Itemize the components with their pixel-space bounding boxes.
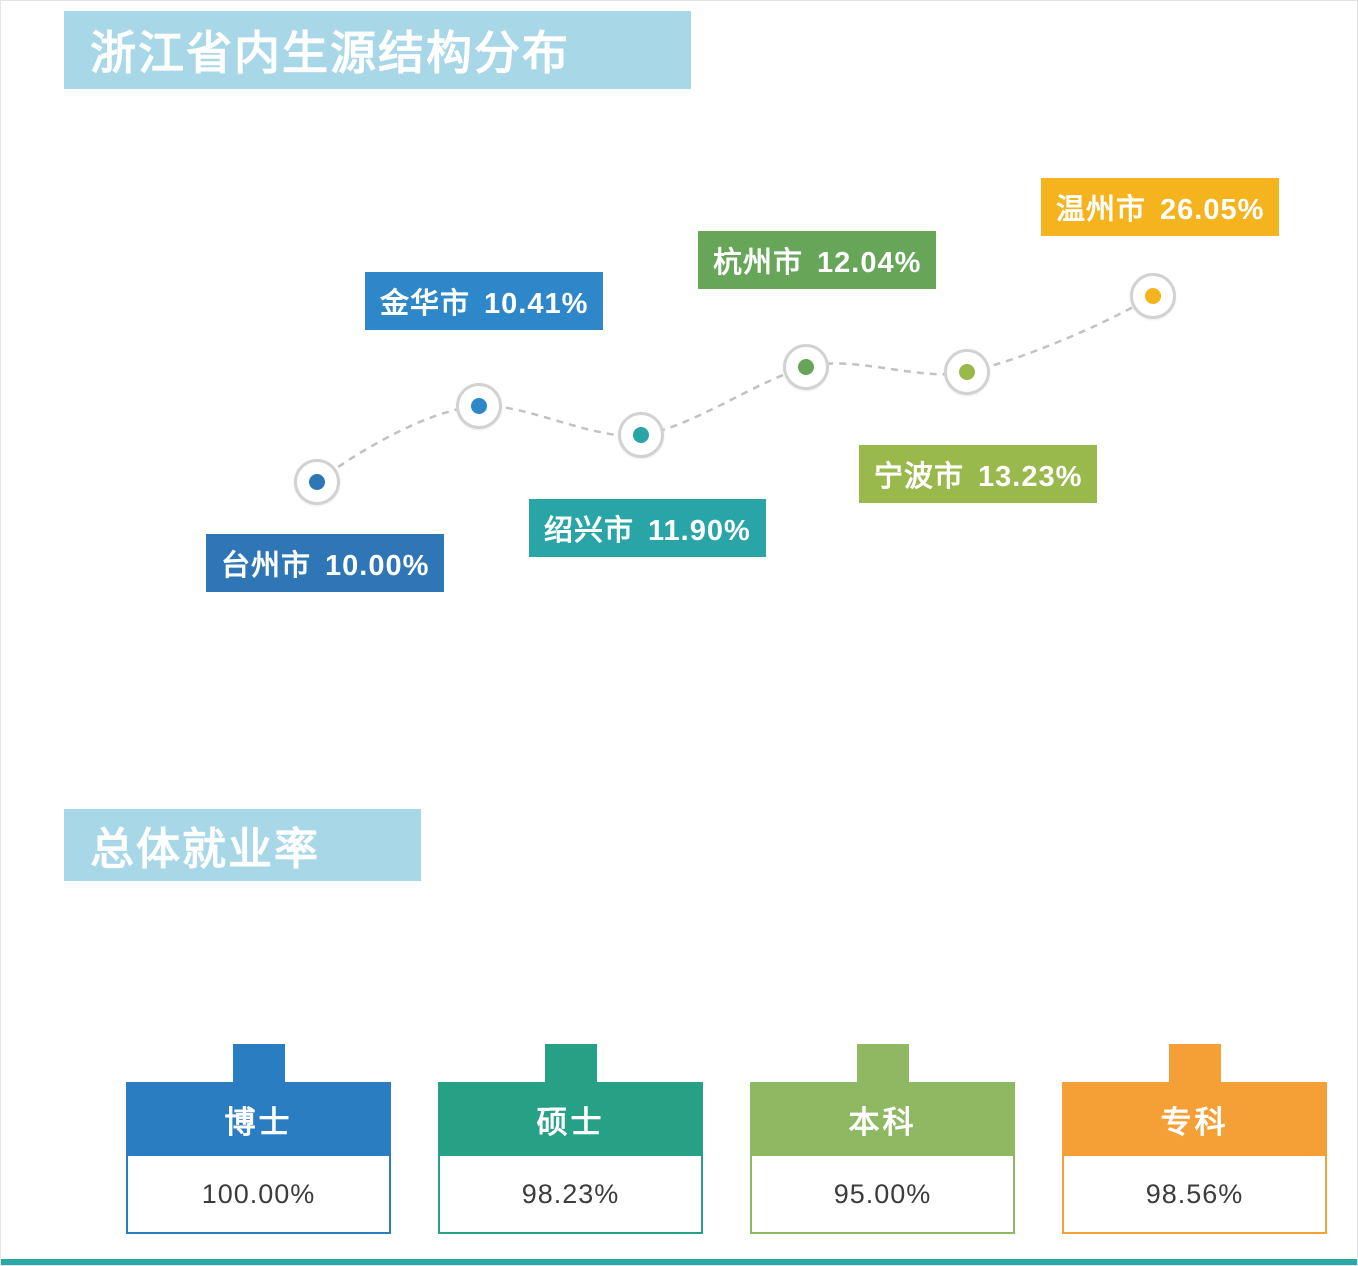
label-hangzhou-value: 12.04% (817, 247, 922, 279)
card-college-rate: 98.56% (1145, 1178, 1244, 1209)
label-taizhou: 台州市 10.00% (206, 534, 445, 592)
card-master-degree: 硕士 (536, 1104, 605, 1140)
label-wenzhou: 温州市 26.05% (1041, 178, 1280, 236)
card-doctor-degree: 博士 (224, 1104, 293, 1140)
point-shaoxing-dot (633, 427, 649, 443)
label-jinhua-city: 金华市 (380, 288, 471, 320)
card-doctor-body: 100.00% (126, 1156, 391, 1234)
card-master-body: 98.23% (438, 1156, 703, 1234)
point-taizhou-dot (309, 474, 325, 490)
label-hangzhou-city: 杭州市 (713, 247, 804, 279)
card-college-header: 专科 (1062, 1082, 1327, 1156)
card-doctor-rate: 100.00% (201, 1178, 316, 1209)
point-ningbo (944, 349, 990, 395)
source-structure-title-text: 浙江省内生源结构分布 (90, 27, 570, 79)
label-ningbo-city: 宁波市 (874, 461, 965, 493)
card-bachelor-tab (856, 1044, 909, 1082)
card-doctor-tab (232, 1044, 285, 1082)
label-wenzhou-value: 26.05% (1160, 194, 1265, 226)
card-master-header: 硕士 (438, 1082, 703, 1156)
label-wenzhou-city: 温州市 (1056, 194, 1147, 226)
card-doctor-header: 博士 (126, 1082, 391, 1156)
label-ningbo-value: 13.23% (978, 461, 1083, 493)
point-jinhua (456, 383, 502, 429)
point-hangzhou (783, 344, 829, 390)
employment-card-master: 硕士 98.23% (438, 1044, 703, 1234)
card-master-rate: 98.23% (521, 1178, 620, 1209)
point-wenzhou (1130, 273, 1176, 319)
card-bachelor-body: 95.00% (750, 1156, 1015, 1234)
employment-rate-cards: 博士 100.00% 硕士 98.23% 本科 95.00% (126, 1044, 1328, 1234)
label-shaoxing: 绍兴市 11.90% (529, 499, 766, 557)
point-jinhua-dot (471, 398, 487, 414)
label-hangzhou: 杭州市 12.04% (698, 231, 937, 289)
point-hangzhou-dot (798, 359, 814, 375)
label-jinhua-value: 10.41% (484, 288, 589, 320)
card-college-tab (1168, 1044, 1221, 1082)
label-jinhua: 金华市 10.41% (365, 272, 604, 330)
employment-rate-title-text: 总体就业率 (90, 825, 320, 874)
point-taizhou (294, 459, 340, 505)
point-wenzhou-dot (1145, 288, 1161, 304)
label-taizhou-city: 台州市 (221, 550, 312, 582)
employment-card-doctor: 博士 100.00% (126, 1044, 391, 1234)
label-taizhou-value: 10.00% (325, 550, 430, 582)
label-ningbo: 宁波市 13.23% (859, 445, 1098, 503)
point-shaoxing (618, 412, 664, 458)
card-bachelor-degree: 本科 (848, 1104, 917, 1140)
section-title-source-structure: 浙江省内生源结构分布 (64, 11, 691, 89)
trend-line-svg (316, 294, 1154, 484)
employment-card-bachelor: 本科 95.00% (750, 1044, 1015, 1234)
card-college-body: 98.56% (1062, 1156, 1327, 1234)
card-bachelor-rate: 95.00% (833, 1178, 932, 1209)
label-shaoxing-city: 绍兴市 (544, 515, 635, 547)
label-shaoxing-value: 11.90% (648, 515, 751, 547)
card-college-degree: 专科 (1160, 1104, 1229, 1140)
card-master-tab (544, 1044, 597, 1082)
point-ningbo-dot (959, 364, 975, 380)
card-bachelor-header: 本科 (750, 1082, 1015, 1156)
section-title-employment-rate: 总体就业率 (64, 809, 421, 881)
employment-card-college: 专科 98.56% (1062, 1044, 1327, 1234)
trend-dashed-line (316, 294, 1154, 484)
bottom-accent-bar (1, 1259, 1357, 1265)
